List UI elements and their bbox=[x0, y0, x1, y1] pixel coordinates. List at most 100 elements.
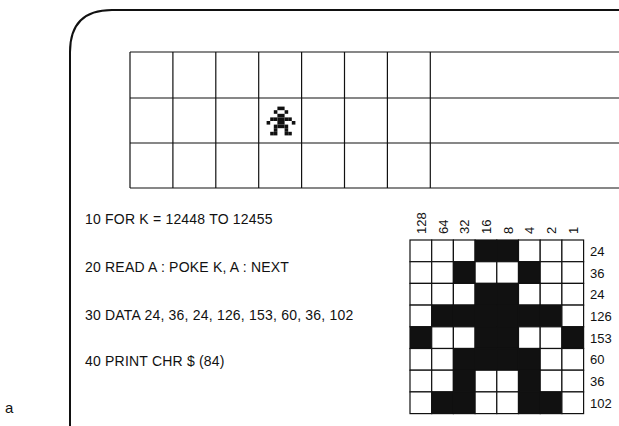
bit-cell bbox=[432, 262, 454, 284]
bit-cell bbox=[453, 349, 475, 371]
bit-value: 8 bbox=[501, 227, 514, 234]
bit-cell bbox=[453, 262, 475, 284]
bit-cell bbox=[519, 327, 541, 349]
bit-cell bbox=[475, 349, 497, 371]
sprite-pixel bbox=[285, 125, 289, 129]
bit-cell bbox=[562, 283, 584, 305]
bit-cell bbox=[540, 370, 562, 392]
bit-cell bbox=[410, 349, 432, 371]
bit-cell bbox=[540, 349, 562, 371]
row-value: 153 bbox=[590, 331, 612, 344]
bit-cell bbox=[519, 349, 541, 371]
bit-cell bbox=[540, 392, 562, 414]
bit-cell bbox=[519, 283, 541, 305]
sprite-pixel bbox=[277, 107, 281, 111]
bit-cell bbox=[562, 305, 584, 327]
bit-cell bbox=[410, 327, 432, 349]
row-value: 24 bbox=[590, 288, 604, 301]
bit-cell bbox=[519, 262, 541, 284]
bit-cell bbox=[432, 327, 454, 349]
row-value: 126 bbox=[590, 309, 612, 322]
grid-line bbox=[344, 52, 345, 188]
bit-value: 128 bbox=[414, 212, 427, 234]
bit-cell bbox=[519, 392, 541, 414]
bit-cell bbox=[562, 240, 584, 262]
sprite-pixel bbox=[274, 125, 278, 129]
sprite-pixel bbox=[288, 132, 292, 136]
bit-value: 32 bbox=[458, 220, 471, 234]
bit-cell bbox=[497, 283, 519, 305]
bit-cell bbox=[410, 305, 432, 327]
sprite-pixel bbox=[274, 128, 278, 132]
sprite-pixel bbox=[281, 121, 285, 125]
screen-grid bbox=[130, 52, 619, 188]
bit-cell bbox=[540, 283, 562, 305]
sprite-pixel bbox=[270, 132, 274, 136]
bit-cell bbox=[475, 327, 497, 349]
sprite-pixel bbox=[274, 132, 278, 136]
bit-cell bbox=[562, 370, 584, 392]
grid-line bbox=[130, 142, 619, 143]
bit-cell bbox=[453, 392, 475, 414]
bit-value: 1 bbox=[566, 227, 579, 234]
bit-value: 2 bbox=[545, 227, 558, 234]
bit-cell bbox=[475, 262, 497, 284]
grid-line bbox=[130, 97, 619, 98]
sprite-pixel bbox=[274, 117, 278, 121]
bit-cell bbox=[497, 327, 519, 349]
sprite-pixel bbox=[285, 110, 289, 114]
bit-cell bbox=[497, 392, 519, 414]
bit-cell bbox=[410, 370, 432, 392]
figure-letter: a bbox=[5, 400, 13, 415]
sprite-pixel bbox=[292, 121, 296, 125]
grid-line bbox=[258, 52, 259, 188]
program-line: 10 FOR K = 12448 TO 12455 bbox=[85, 212, 273, 226]
grid-line bbox=[301, 52, 302, 188]
sprite-pixel bbox=[277, 114, 281, 118]
bit-cell bbox=[519, 305, 541, 327]
sprite-pixel bbox=[281, 117, 285, 121]
bit-cell bbox=[410, 283, 432, 305]
bit-cell bbox=[453, 327, 475, 349]
bit-cell bbox=[540, 262, 562, 284]
sprite-pixel bbox=[270, 117, 274, 121]
row-value: 102 bbox=[590, 396, 612, 409]
row-value: 36 bbox=[590, 375, 604, 388]
bit-value: 64 bbox=[436, 220, 449, 234]
bit-cell bbox=[475, 283, 497, 305]
bit-cell bbox=[475, 370, 497, 392]
bit-cell bbox=[432, 349, 454, 371]
sprite-pixel bbox=[274, 110, 278, 114]
program-line: 40 PRINT CHR $ (84) bbox=[85, 354, 225, 368]
bit-cell bbox=[519, 240, 541, 262]
sprite-pixel bbox=[281, 114, 285, 118]
program-line: 20 READ A : POKE K, A : NEXT bbox=[85, 260, 289, 274]
grid-line bbox=[130, 187, 619, 188]
bit-cell bbox=[453, 305, 475, 327]
frame bbox=[70, 10, 619, 426]
bit-cell bbox=[562, 392, 584, 414]
sprite-pixel bbox=[285, 128, 289, 132]
sprite-pixel bbox=[277, 121, 281, 125]
grid-line bbox=[215, 52, 216, 188]
bit-value: 4 bbox=[523, 227, 536, 234]
bit-cell bbox=[410, 392, 432, 414]
bit-cell bbox=[497, 240, 519, 262]
sprite-pixel bbox=[277, 117, 281, 121]
bit-cell bbox=[432, 305, 454, 327]
bit-cell bbox=[540, 305, 562, 327]
bit-cell bbox=[562, 349, 584, 371]
row-value: 36 bbox=[590, 266, 604, 279]
grid-line bbox=[430, 52, 431, 188]
bit-cell bbox=[540, 240, 562, 262]
bit-cell bbox=[475, 392, 497, 414]
bit-cell bbox=[432, 283, 454, 305]
bit-cell bbox=[540, 327, 562, 349]
sprite-pixel bbox=[281, 125, 285, 129]
bit-cell bbox=[497, 305, 519, 327]
grid-line bbox=[172, 52, 173, 188]
bit-cell bbox=[519, 370, 541, 392]
grid-line bbox=[387, 52, 388, 188]
bit-cell bbox=[410, 262, 432, 284]
bit-value: 16 bbox=[479, 220, 492, 234]
